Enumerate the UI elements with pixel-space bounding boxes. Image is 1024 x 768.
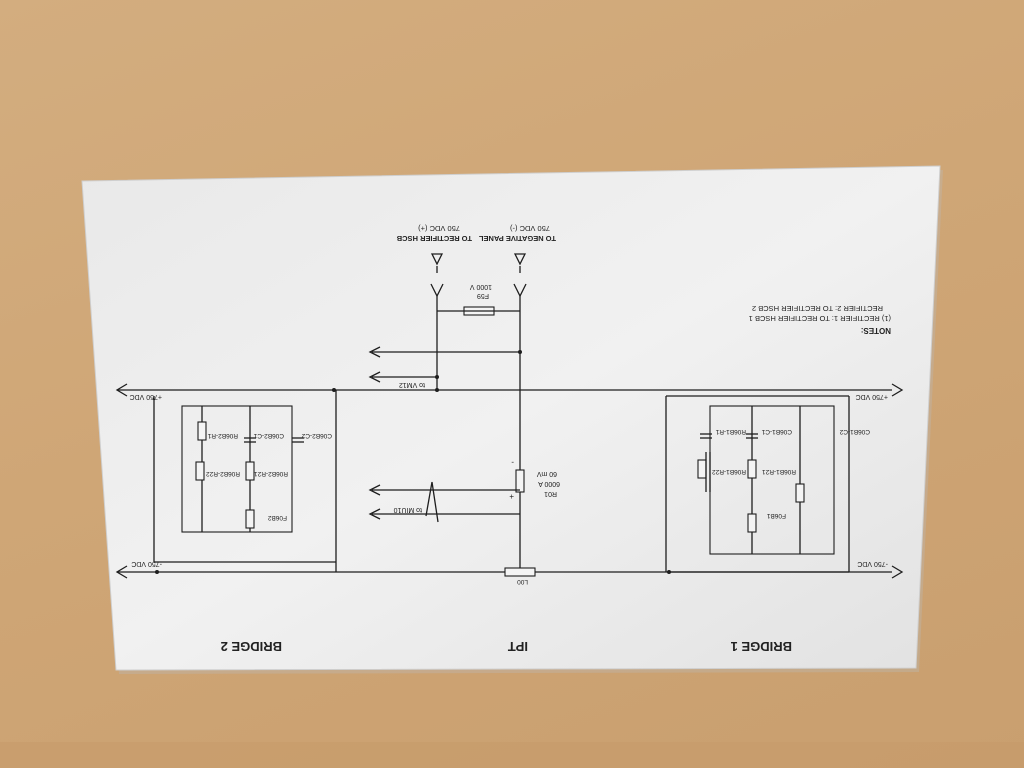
bridge1-resistor-r1 (795, 483, 805, 503)
bridge1-network (665, 395, 850, 573)
note-line-2: RECTIFIER 2: TO RECTIFIER HSCB 2 (752, 304, 883, 313)
pos-bus-label-right: +750 VDC (856, 393, 889, 400)
section-ipt: IPT (508, 639, 528, 654)
pos-feed-arrow (430, 253, 444, 266)
to-vm12-label: to VM12 (399, 381, 425, 388)
bridge2-c2-label: C06B2-C2 (301, 432, 332, 439)
bridge2-fuse (245, 509, 255, 529)
shunt-minus-sign: - (511, 458, 514, 467)
note-line-1: (1) RECTIFIER 1: TO RECTIFIER HSCB 1 (749, 314, 891, 323)
schematic-drawing: NOTES: (1) RECTIFIER 1: TO RECTIFIER HSC… (115, 224, 904, 654)
bridge2-resistor-r1 (197, 421, 207, 441)
section-bridge1: BRIDGE 1 (731, 639, 792, 654)
bridge1-c1-label: C06B1-C1 (761, 428, 792, 435)
bridge1-resistor-r21 (747, 459, 757, 479)
bridge1-r1-label: R06B1-R1 (715, 428, 746, 435)
bridge2-c1-label: C06B2-C1 (253, 432, 284, 439)
shunt-r01-rating-2: 60 mV (536, 470, 557, 477)
shunt-r01-label: R01 (544, 490, 557, 497)
notes-title: NOTES: (861, 326, 891, 335)
neg-750-label: 750 VDC (-) (509, 224, 550, 233)
cardboard-seam (0, 742, 1024, 768)
pos-750-label: 750 VDC (+) (418, 224, 460, 233)
shunt-r01 (515, 469, 525, 493)
bridge2-resistor-r21 (245, 461, 255, 481)
bridge2-network (153, 390, 337, 572)
twisted-pair-mark (425, 481, 439, 523)
bridge1-r21-label: R06B1-R21 (762, 468, 796, 475)
neg-bus-label-left: -750 VDC (131, 560, 162, 567)
bridge2-resistor-r22 (195, 461, 205, 481)
bridge1-fuse-label: F06B1 (766, 512, 786, 519)
bridge1-fuse (747, 513, 757, 533)
bridge1-r22-label: R06B1-R22 (712, 468, 746, 475)
schematic-plate (81, 165, 943, 674)
neg-bus-label-right: -750 VDC (857, 560, 888, 567)
shunt-r01-rating-1: 6000 A (538, 480, 560, 487)
inductor-l00-label: L00 (517, 578, 528, 585)
shunt-plus-sign: + (509, 492, 514, 501)
bridge2-r1-label: R06B2-R1 (207, 432, 238, 439)
bridge2-fuse-label: F06B2 (267, 514, 287, 521)
neg-feed-arrow (513, 253, 527, 266)
bridge2-r21-label: R06B2-R21 (254, 470, 288, 477)
fuse-f59-label: F59 (477, 292, 489, 299)
bridge1-resistor-r22 (697, 459, 707, 479)
fuse-f59-rating: 1000 V (469, 283, 492, 290)
pos-bus-label-left: +750 VDC (130, 393, 163, 400)
to-negative-panel-label: TO NEGATIVE PANEL (478, 234, 556, 243)
bridge2-r22-label: R06B2-R22 (206, 470, 240, 477)
inductor-l00 (504, 567, 536, 577)
section-bridge2: BRIDGE 2 (221, 639, 282, 654)
bridge1-c2-label: C06B1-C2 (839, 428, 870, 435)
to-rectifier-hscb-label: TO RECTIFIER HSCB (396, 234, 472, 243)
to-miu10-label: to MIU10 (393, 506, 422, 513)
